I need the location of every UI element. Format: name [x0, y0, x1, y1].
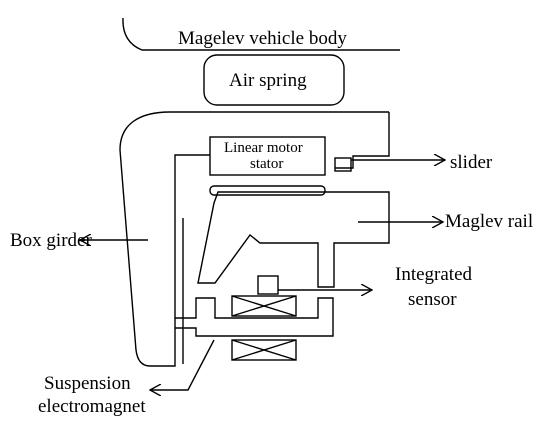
lower-coil [231, 339, 297, 361]
suspension-electromagnet-label-line2: electromagnet [38, 396, 146, 417]
integrated-sensor-label-line1: Integrated [395, 264, 473, 285]
vehicle-body-label: Magelev vehicle body [178, 28, 347, 49]
rail-top-plate [209, 185, 326, 196]
maglev-rail-label: Maglev rail [445, 211, 533, 232]
linear-motor-stator-label-line1: Linear motor [224, 140, 303, 156]
integrated-sensor-shape [257, 275, 279, 295]
linear-motor-stator-shape [209, 136, 326, 176]
suspension-electromagnet-shape [175, 297, 334, 337]
vehicle-frame-outer [335, 112, 390, 169]
vehicle-frame-body [119, 111, 389, 367]
suspension-electromagnet-label-line1: Suspension [44, 373, 131, 394]
box-girder-label: Box girder [10, 230, 92, 251]
upper-coil-cross [231, 295, 297, 317]
slider-shape [334, 157, 352, 172]
maglev-rail-shape [197, 191, 390, 288]
slider-label: slider [450, 152, 493, 173]
lower-coil-cross [231, 339, 297, 361]
air-spring-label: Air spring [229, 70, 307, 91]
air-spring-shape [203, 54, 345, 106]
linear-motor-stator-label-line2: stator [250, 156, 283, 172]
upper-coil [231, 295, 297, 317]
vehicle-body-outline [122, 17, 400, 51]
integrated-sensor-label-line2: sensor [408, 289, 457, 310]
suspension-electromagnet-arrow [150, 339, 215, 390]
